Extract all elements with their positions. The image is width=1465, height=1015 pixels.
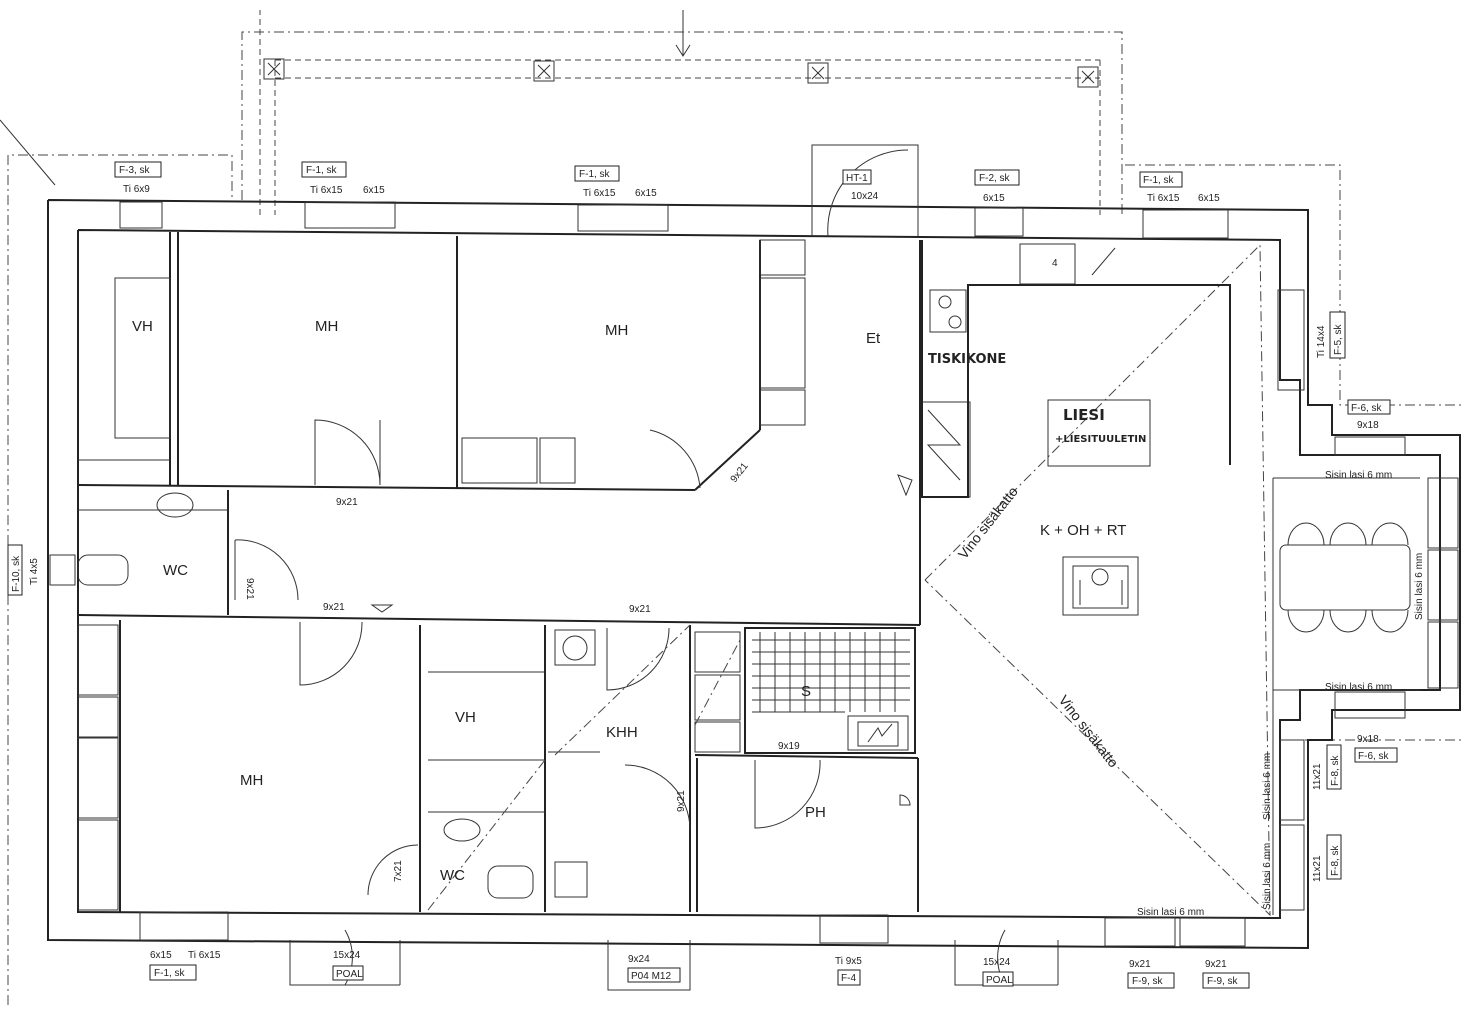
dim-921-e: 9x21: [629, 604, 651, 615]
tag-f5: F-5, sk: [1333, 323, 1344, 355]
tag-f6-b: F-6, sk: [1358, 751, 1390, 762]
window-tags: F-3, sk F-1, sk F-1, sk HT-1 F-2, sk F-1…: [7, 161, 1398, 989]
exterior-walls: [47, 199, 1461, 950]
note-liesi: LIESI: [1063, 406, 1105, 424]
dim-ti615-c: Ti 6x15: [1147, 193, 1180, 204]
column-2: [533, 60, 555, 82]
dim-921-a: 9x21: [336, 497, 358, 508]
dim-1024: 10x24: [851, 191, 879, 202]
dim-921-c: 9x21: [244, 578, 255, 600]
room-vh-mid: VH: [455, 709, 476, 726]
ceiling-label-lower: Vino sisäkatto: [1056, 692, 1122, 771]
dim-ti615-b: Ti 6x15: [583, 188, 616, 199]
note-tiskikone: TISKIKONE: [928, 352, 1006, 367]
dim-ti615-a: Ti 6x15: [310, 185, 343, 196]
ceiling-label-upper: Vino sisäkatto: [955, 483, 1021, 562]
room-vh-top: VH: [132, 318, 153, 335]
room-mh-bottom: MH: [240, 772, 263, 789]
sanitary-fixtures: [77, 474, 913, 899]
room-et: Et: [866, 330, 881, 347]
note-liesituuletin: +LIESITUULETIN: [1055, 434, 1146, 445]
glass-note-bottom-edge: Sisin lasi 6 mm: [1137, 907, 1204, 918]
tag-f9-a: F-9, sk: [1132, 976, 1164, 987]
dim-924: 9x24: [628, 954, 650, 965]
dining-table: [1279, 522, 1411, 633]
dim-921-f: 9x21: [676, 790, 687, 812]
column-4: [1077, 66, 1099, 88]
tag-f6-a: F-6, sk: [1351, 403, 1383, 414]
dim-1121-b: 11x21: [1312, 855, 1323, 882]
glass-note-top: Sisin lasi 6 mm: [1325, 470, 1392, 481]
dim-921-h: 9x21: [1129, 959, 1151, 970]
dim-615-d: 6x15: [1198, 193, 1220, 204]
dim-1524-a: 15x24: [333, 950, 361, 961]
interior-walls: [77, 232, 921, 912]
dim-919: 9x19: [778, 741, 800, 752]
room-labels: VH MH MH Et WC K + OH + RT MH VH KHH S P…: [132, 318, 1126, 884]
glass-note-right: Sisin lasi 6 mm: [1414, 553, 1425, 620]
staircase: [744, 627, 916, 754]
dim-921-d: 9x21: [323, 602, 345, 613]
tag-poal-1: POAL: [336, 969, 363, 980]
roof-columns: [263, 58, 1099, 88]
closets: [77, 239, 1116, 911]
dim-ti69: Ti 6x9: [123, 184, 150, 195]
tag-f3: F-3, sk: [119, 165, 151, 176]
dim-918-b: 9x18: [1357, 734, 1379, 745]
room-wc-bottom: WC: [440, 867, 465, 884]
dim-921-b: 9x21: [729, 461, 751, 485]
room-mh-1: MH: [315, 318, 338, 335]
kitchen-counter: [921, 240, 1231, 498]
room-ph: PH: [805, 804, 826, 821]
column-1: [263, 58, 285, 80]
dimension-notes: Ti 6x9 Ti 6x15 6x15 Ti 6x15 6x15 10x24 6…: [29, 184, 1379, 970]
room-mh-2: MH: [605, 322, 628, 339]
tag-p04: P04 M12: [631, 971, 671, 982]
room-wc-left: WC: [163, 562, 188, 579]
dim-921-i: 9x21: [1205, 959, 1227, 970]
glass-notes: Sisin lasi 6 mm Sisin lasi 6 mm Sisin la…: [1137, 470, 1425, 918]
tag-f10: F-10, sk: [11, 555, 22, 592]
dim-ti615-e: Ti 6x15: [188, 950, 221, 961]
roof-outline: [0, 10, 1465, 1005]
dim-ti95: Ti 9x5: [835, 956, 862, 967]
dim-1121-a: 11x21: [1312, 763, 1323, 790]
sloped-ceiling: [427, 243, 1271, 917]
doors: [234, 144, 1059, 991]
tag-poal-2: POAL: [986, 975, 1013, 986]
kitchen-island: [1062, 556, 1139, 616]
tag-f1-a: F-1, sk: [306, 165, 338, 176]
oven-mark: 4: [1052, 258, 1058, 269]
tag-f9-b: F-9, sk: [1207, 976, 1239, 987]
dim-721: 7x21: [393, 860, 404, 882]
dim-ti45: Ti 4x5: [29, 558, 40, 585]
dim-615-e: 6x15: [150, 950, 172, 961]
windows: [49, 201, 1459, 947]
glass-note-bottom: Sisin lasi 6 mm: [1325, 682, 1392, 693]
tag-f8-b: F-8, sk: [1330, 844, 1341, 876]
glass-note-vertical-1: Sisin lasi 6 mm: [1262, 753, 1273, 820]
dim-918-a: 9x18: [1357, 420, 1379, 431]
column-3: [807, 62, 829, 84]
dim-1524-b: 15x24: [983, 957, 1011, 968]
dim-615-c: 6x15: [983, 193, 1005, 204]
dim-615-b: 6x15: [635, 188, 657, 199]
tag-f1-c: F-1, sk: [1143, 175, 1175, 186]
tag-f1-b: F-1, sk: [579, 169, 611, 180]
glass-note-vertical-2: Sisin lasi 6 mm: [1262, 843, 1273, 910]
dim-ti144: Ti 14x4: [1316, 325, 1327, 358]
dim-615-a: 6x15: [363, 185, 385, 196]
room-k-oh-rt: K + OH + RT: [1040, 522, 1126, 539]
room-khh: KHH: [606, 724, 638, 741]
tag-f8-a: F-8, sk: [1330, 754, 1341, 786]
tag-ht1: HT-1: [846, 173, 868, 184]
tag-f4: F-4: [841, 973, 856, 984]
tag-f2: F-2, sk: [979, 173, 1011, 184]
tag-f1-d: F-1, sk: [154, 968, 186, 979]
handwritten-notes: TISKIKONE LIESI +LIESITUULETIN: [928, 352, 1146, 445]
room-s: S: [801, 683, 811, 700]
